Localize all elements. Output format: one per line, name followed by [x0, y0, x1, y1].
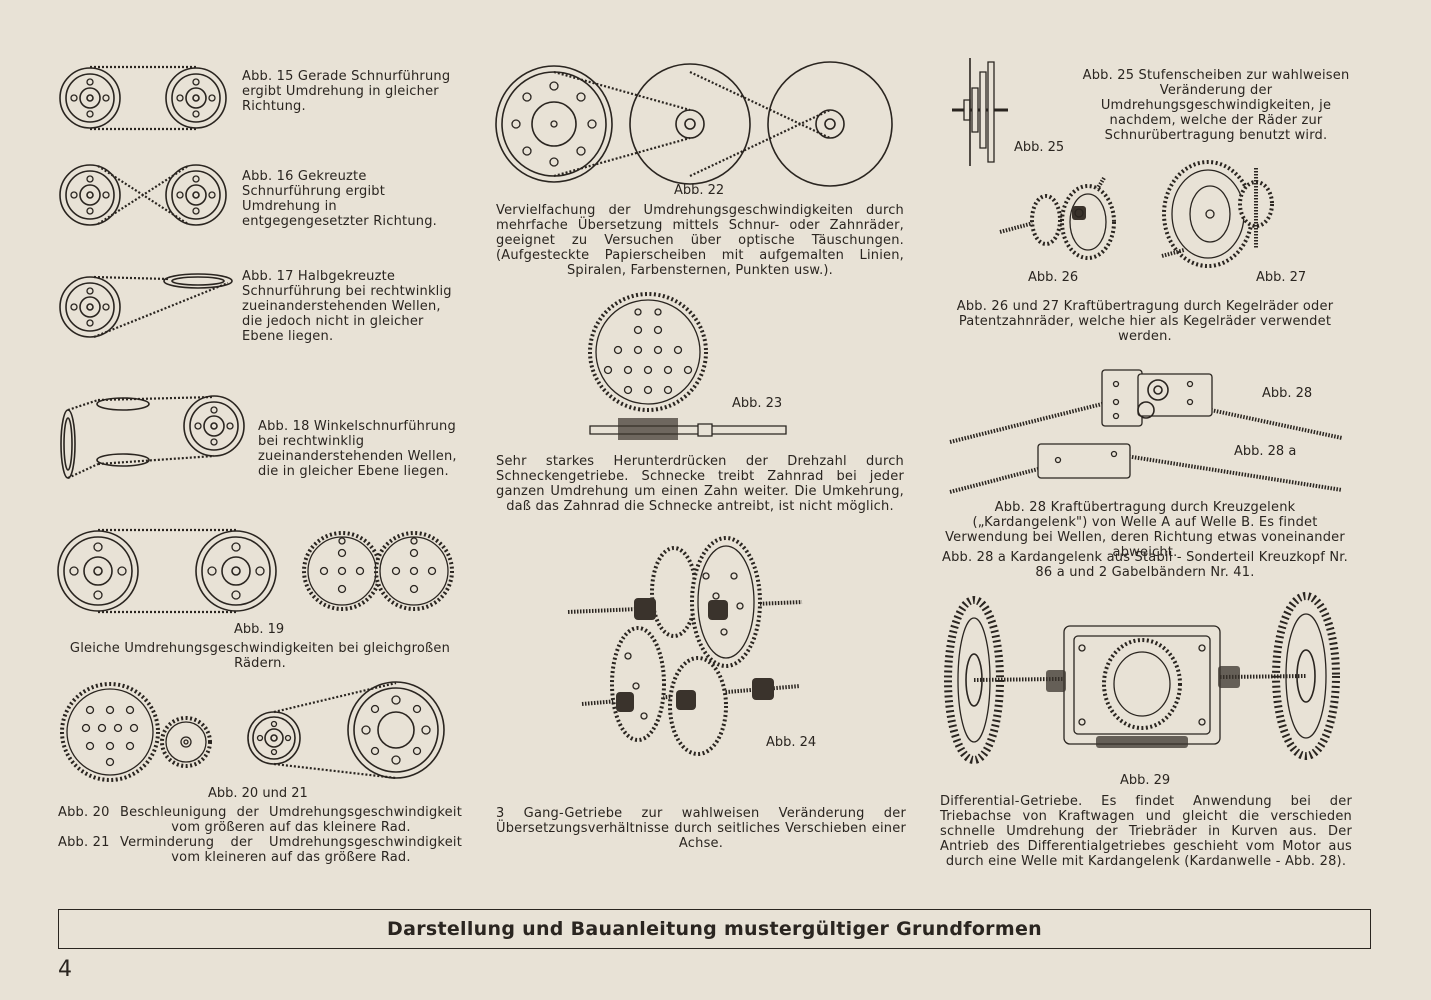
- figure-abb28: [946, 356, 1346, 496]
- caption-abb28: Abb. 28 Kraftübertragung durch Kreuzgele…: [945, 500, 1345, 560]
- label-abb28: Abb. 28: [1262, 386, 1313, 401]
- caption-abb19: Gleiche Umdrehungsgeschwindigkeiten bei …: [69, 641, 451, 671]
- figure-abb24: [566, 536, 806, 786]
- label-abb28a: Abb. 28 a: [1234, 444, 1297, 459]
- caption-abb21-label: Abb. 21: [58, 835, 110, 850]
- label-abb25: Abb. 25: [1014, 140, 1065, 155]
- footer-title-box: Darstellung und Bauanleitung mustergülti…: [58, 909, 1371, 949]
- label-abb19: Abb. 19: [234, 622, 285, 637]
- caption-abb29: Differential-Getriebe. Es findet Anwendu…: [940, 794, 1352, 869]
- label-abb26: Abb. 26: [1028, 270, 1079, 285]
- caption-abb26-27: Abb. 26 und 27 Kraftübertragung durch Ke…: [956, 299, 1334, 344]
- figure-abb25: [950, 58, 1010, 168]
- figure-abb29: [946, 596, 1346, 768]
- figure-abb26: [996, 174, 1120, 264]
- caption-abb20: Abb. 20 Beschleunigung der Umdrehungsges…: [58, 805, 462, 865]
- figure-abb19: [58, 527, 458, 619]
- caption-abb22: Vervielfachung der Umdrehungsgeschwindig…: [496, 203, 904, 278]
- caption-abb16: Abb. 16 Gekreuzte Schnurführung ergibt U…: [242, 169, 437, 229]
- caption-abb23: Sehr starkes Herunterdrücken der Drehzah…: [496, 454, 904, 514]
- figure-abb18: [58, 392, 248, 497]
- caption-abb28a: Abb. 28 a Kardangelenk aus Stabil - Sond…: [941, 550, 1348, 580]
- caption-abb20-label: Abb. 20: [58, 805, 110, 820]
- label-abb23: Abb. 23: [732, 396, 783, 411]
- caption-abb21-text: Verminderung der Umdrehungsgeschwindigke…: [120, 835, 462, 865]
- figure-abb17: [58, 265, 238, 341]
- caption-abb24: 3 Gang-Getriebe zur wahlweisen Veränderu…: [496, 806, 906, 851]
- figure-abb15: [58, 62, 228, 134]
- figure-abb20-21: [58, 680, 458, 788]
- caption-abb15: Abb. 15 Gerade Schnurführung ergibt Umdr…: [242, 69, 451, 114]
- label-abb20-21: Abb. 20 und 21: [208, 786, 308, 801]
- figure-abb23: [586, 290, 796, 440]
- footer-title: Darstellung und Bauanleitung mustergülti…: [387, 918, 1042, 940]
- caption-abb18: Abb. 18 Winkelschnurführung bei rechtwin…: [258, 419, 457, 479]
- label-abb24: Abb. 24: [766, 735, 817, 750]
- page-number: 4: [58, 957, 72, 982]
- label-abb22: Abb. 22: [674, 183, 725, 198]
- caption-abb25: Abb. 25 Stufenscheiben zur wahlweisen Ve…: [1082, 68, 1350, 143]
- label-abb27: Abb. 27: [1256, 270, 1307, 285]
- caption-abb20-text: Beschleunigung der Umdrehungsgeschwindig…: [120, 805, 462, 835]
- label-abb29: Abb. 29: [1120, 773, 1171, 788]
- caption-abb17: Abb. 17 Halbgekreuzte Schnurführung bei …: [242, 269, 452, 344]
- figure-abb22: [496, 60, 908, 184]
- figure-abb27: [1160, 158, 1282, 270]
- figure-abb16: [58, 160, 228, 230]
